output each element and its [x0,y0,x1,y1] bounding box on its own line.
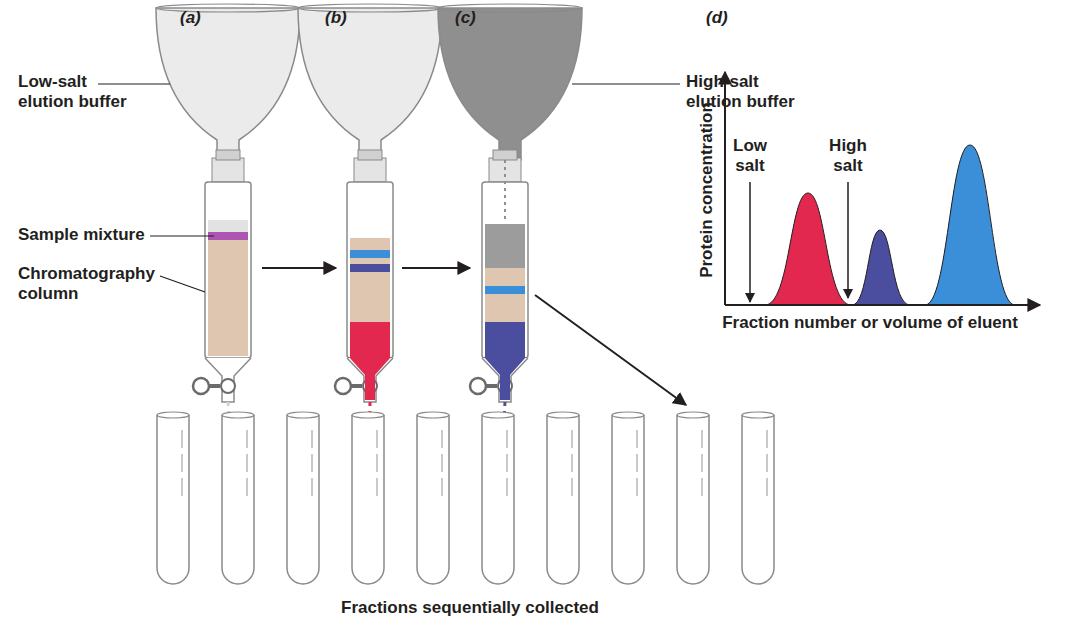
salt-marker: Low salt [725,136,775,176]
leader-line [160,276,205,292]
panel-letter: (a) [180,8,220,28]
sample-label: Sample mixture [18,225,158,245]
caption-label: Fractions sequentially collected [220,598,720,618]
axis-title: Fraction number or volume of eluent [680,313,1060,333]
step-arrow [535,295,686,405]
buffer-funnel [156,4,300,160]
buffer-funnel [438,4,582,160]
buffer-label: Low-salt elution buffer [18,72,130,112]
leader-line [150,235,214,236]
axis-title: Protein concentration [697,75,717,305]
column-label: Chromatography column [18,264,168,304]
panel-letter: (d) [706,8,746,28]
leader-line [572,83,680,84]
buffer-funnel [298,4,442,160]
panel-letter: (b) [325,8,365,28]
panel-letter: (c) [455,8,495,28]
leader-line [98,83,170,84]
step-arrow [262,267,336,269]
fraction-tubes [157,412,774,584]
step-arrow [402,267,470,269]
salt-marker: High salt [823,136,873,176]
